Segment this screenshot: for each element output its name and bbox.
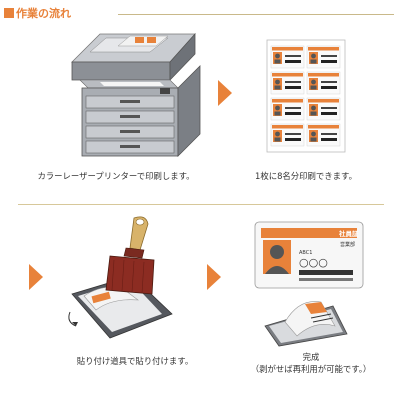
step4-caption-line2: （剥がせば再利用が可能です。）	[250, 364, 372, 374]
step1-caption: カラーレーザープリンターで印刷します。	[37, 171, 195, 181]
card-small-label: ABC1	[299, 250, 312, 256]
arrow-right-icon	[29, 264, 43, 290]
card-name-placeholder: ○○○	[299, 256, 328, 269]
mini-id-card	[270, 97, 305, 121]
mini-id-card	[270, 71, 305, 95]
step4-caption: 完成 （剥がせば再利用が可能です。）	[236, 351, 386, 375]
brush-applicator-illustration	[68, 216, 173, 339]
finished-id-card-illustration: 社員証 営業部 ABC1 ○○○	[254, 221, 364, 347]
step2-caption: 1枚に8名分印刷できます。	[255, 171, 357, 181]
section-title: 作業の流れ	[16, 7, 71, 20]
header-square-icon	[4, 8, 14, 18]
mini-id-card	[270, 45, 305, 69]
mini-id-card	[306, 123, 341, 147]
header-rule	[118, 14, 394, 15]
mini-id-card	[306, 71, 341, 95]
mini-id-card	[270, 123, 305, 147]
step3-caption: 貼り付け道具で貼り付けます。	[76, 356, 194, 366]
printed-sheet-illustration	[266, 39, 346, 153]
mini-id-card	[306, 45, 341, 69]
section-divider	[18, 204, 384, 205]
laser-printer-illustration	[71, 32, 201, 157]
card-department-label: 営業部	[340, 241, 355, 248]
mini-id-card	[306, 97, 341, 121]
card-company-label: 社員証	[339, 229, 359, 238]
step4-caption-line1: 完成	[302, 352, 320, 362]
arrow-right-icon	[218, 80, 232, 106]
arrow-right-icon	[207, 264, 221, 290]
